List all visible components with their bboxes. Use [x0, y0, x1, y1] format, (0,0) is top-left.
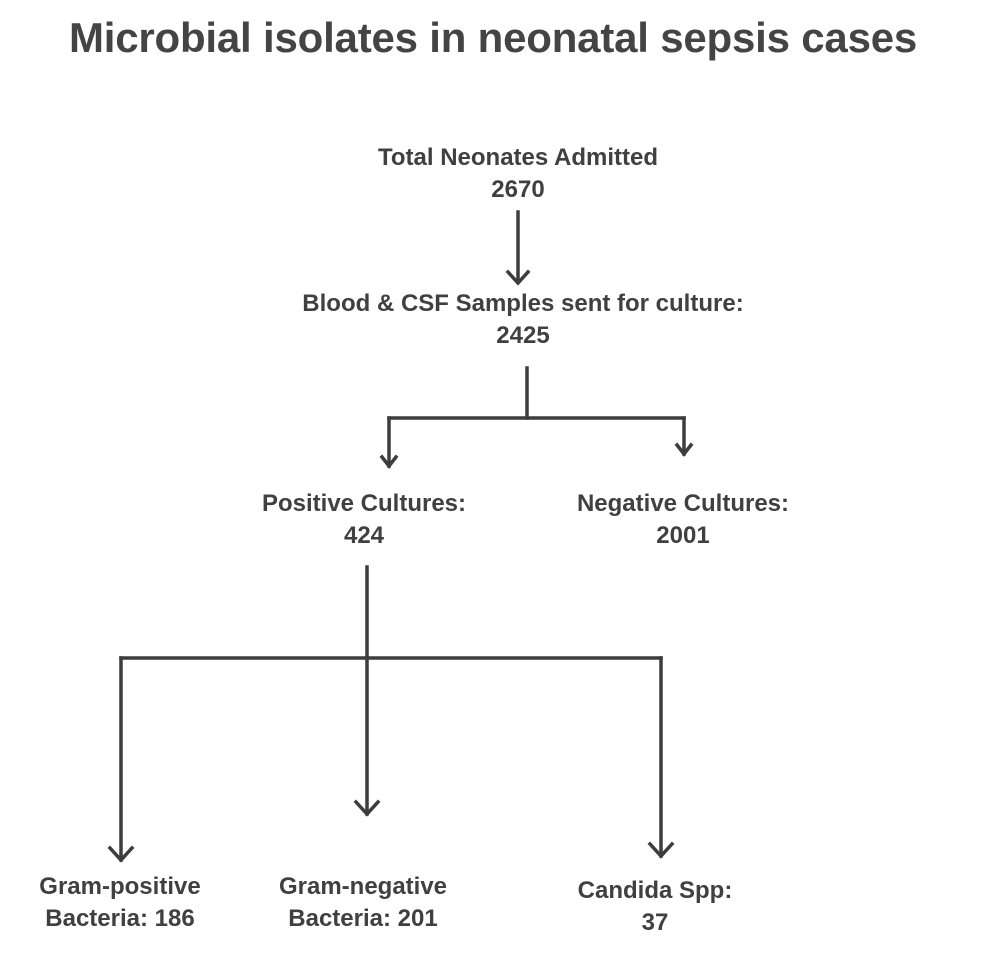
node-total-label: Total Neonates Admitted	[377, 144, 659, 171]
arrowhead-negative	[674, 442, 694, 457]
node-gram-positive-line2: Bacteria: 186	[45, 905, 195, 932]
node-total-value: 2670	[491, 176, 545, 203]
node-gram-negative-line2: Bacteria: 201	[288, 905, 438, 932]
node-gram-positive-line1: Gram-positive	[39, 873, 201, 900]
node-gram-negative: Gram-negative Bacteria: 201	[253, 871, 473, 935]
node-candida-line1: Candida Spp:	[577, 877, 733, 904]
node-candida: Candida Spp: 37	[555, 875, 755, 939]
node-positive-cultures: Positive Cultures: 424	[228, 488, 500, 552]
node-negative-label: Negative Cultures:	[576, 490, 790, 517]
arrowhead-gram-negative	[353, 799, 381, 817]
node-positive-value: 424	[343, 522, 385, 549]
node-candida-line2: 37	[641, 909, 669, 936]
node-samples-label: Blood & CSF Samples sent for culture:	[302, 290, 744, 317]
arrowhead-candida	[647, 841, 675, 859]
node-samples-value: 2425	[496, 322, 550, 349]
diagram-title: Microbial isolates in neonatal sepsis ca…	[68, 14, 918, 61]
arrowhead-positive	[379, 454, 399, 469]
node-gram-negative-line1: Gram-negative	[278, 873, 448, 900]
arrowhead-gram-positive	[107, 845, 135, 863]
node-positive-label: Positive Cultures:	[261, 490, 467, 517]
node-samples-sent: Blood & CSF Samples sent for culture: 24…	[253, 288, 793, 352]
node-total-neonates: Total Neonates Admitted 2670	[318, 142, 718, 206]
node-negative-cultures: Negative Cultures: 2001	[535, 488, 831, 552]
arrowhead-samples	[505, 269, 531, 286]
node-negative-value: 2001	[656, 522, 710, 549]
node-gram-positive: Gram-positive Bacteria: 186	[10, 871, 230, 935]
